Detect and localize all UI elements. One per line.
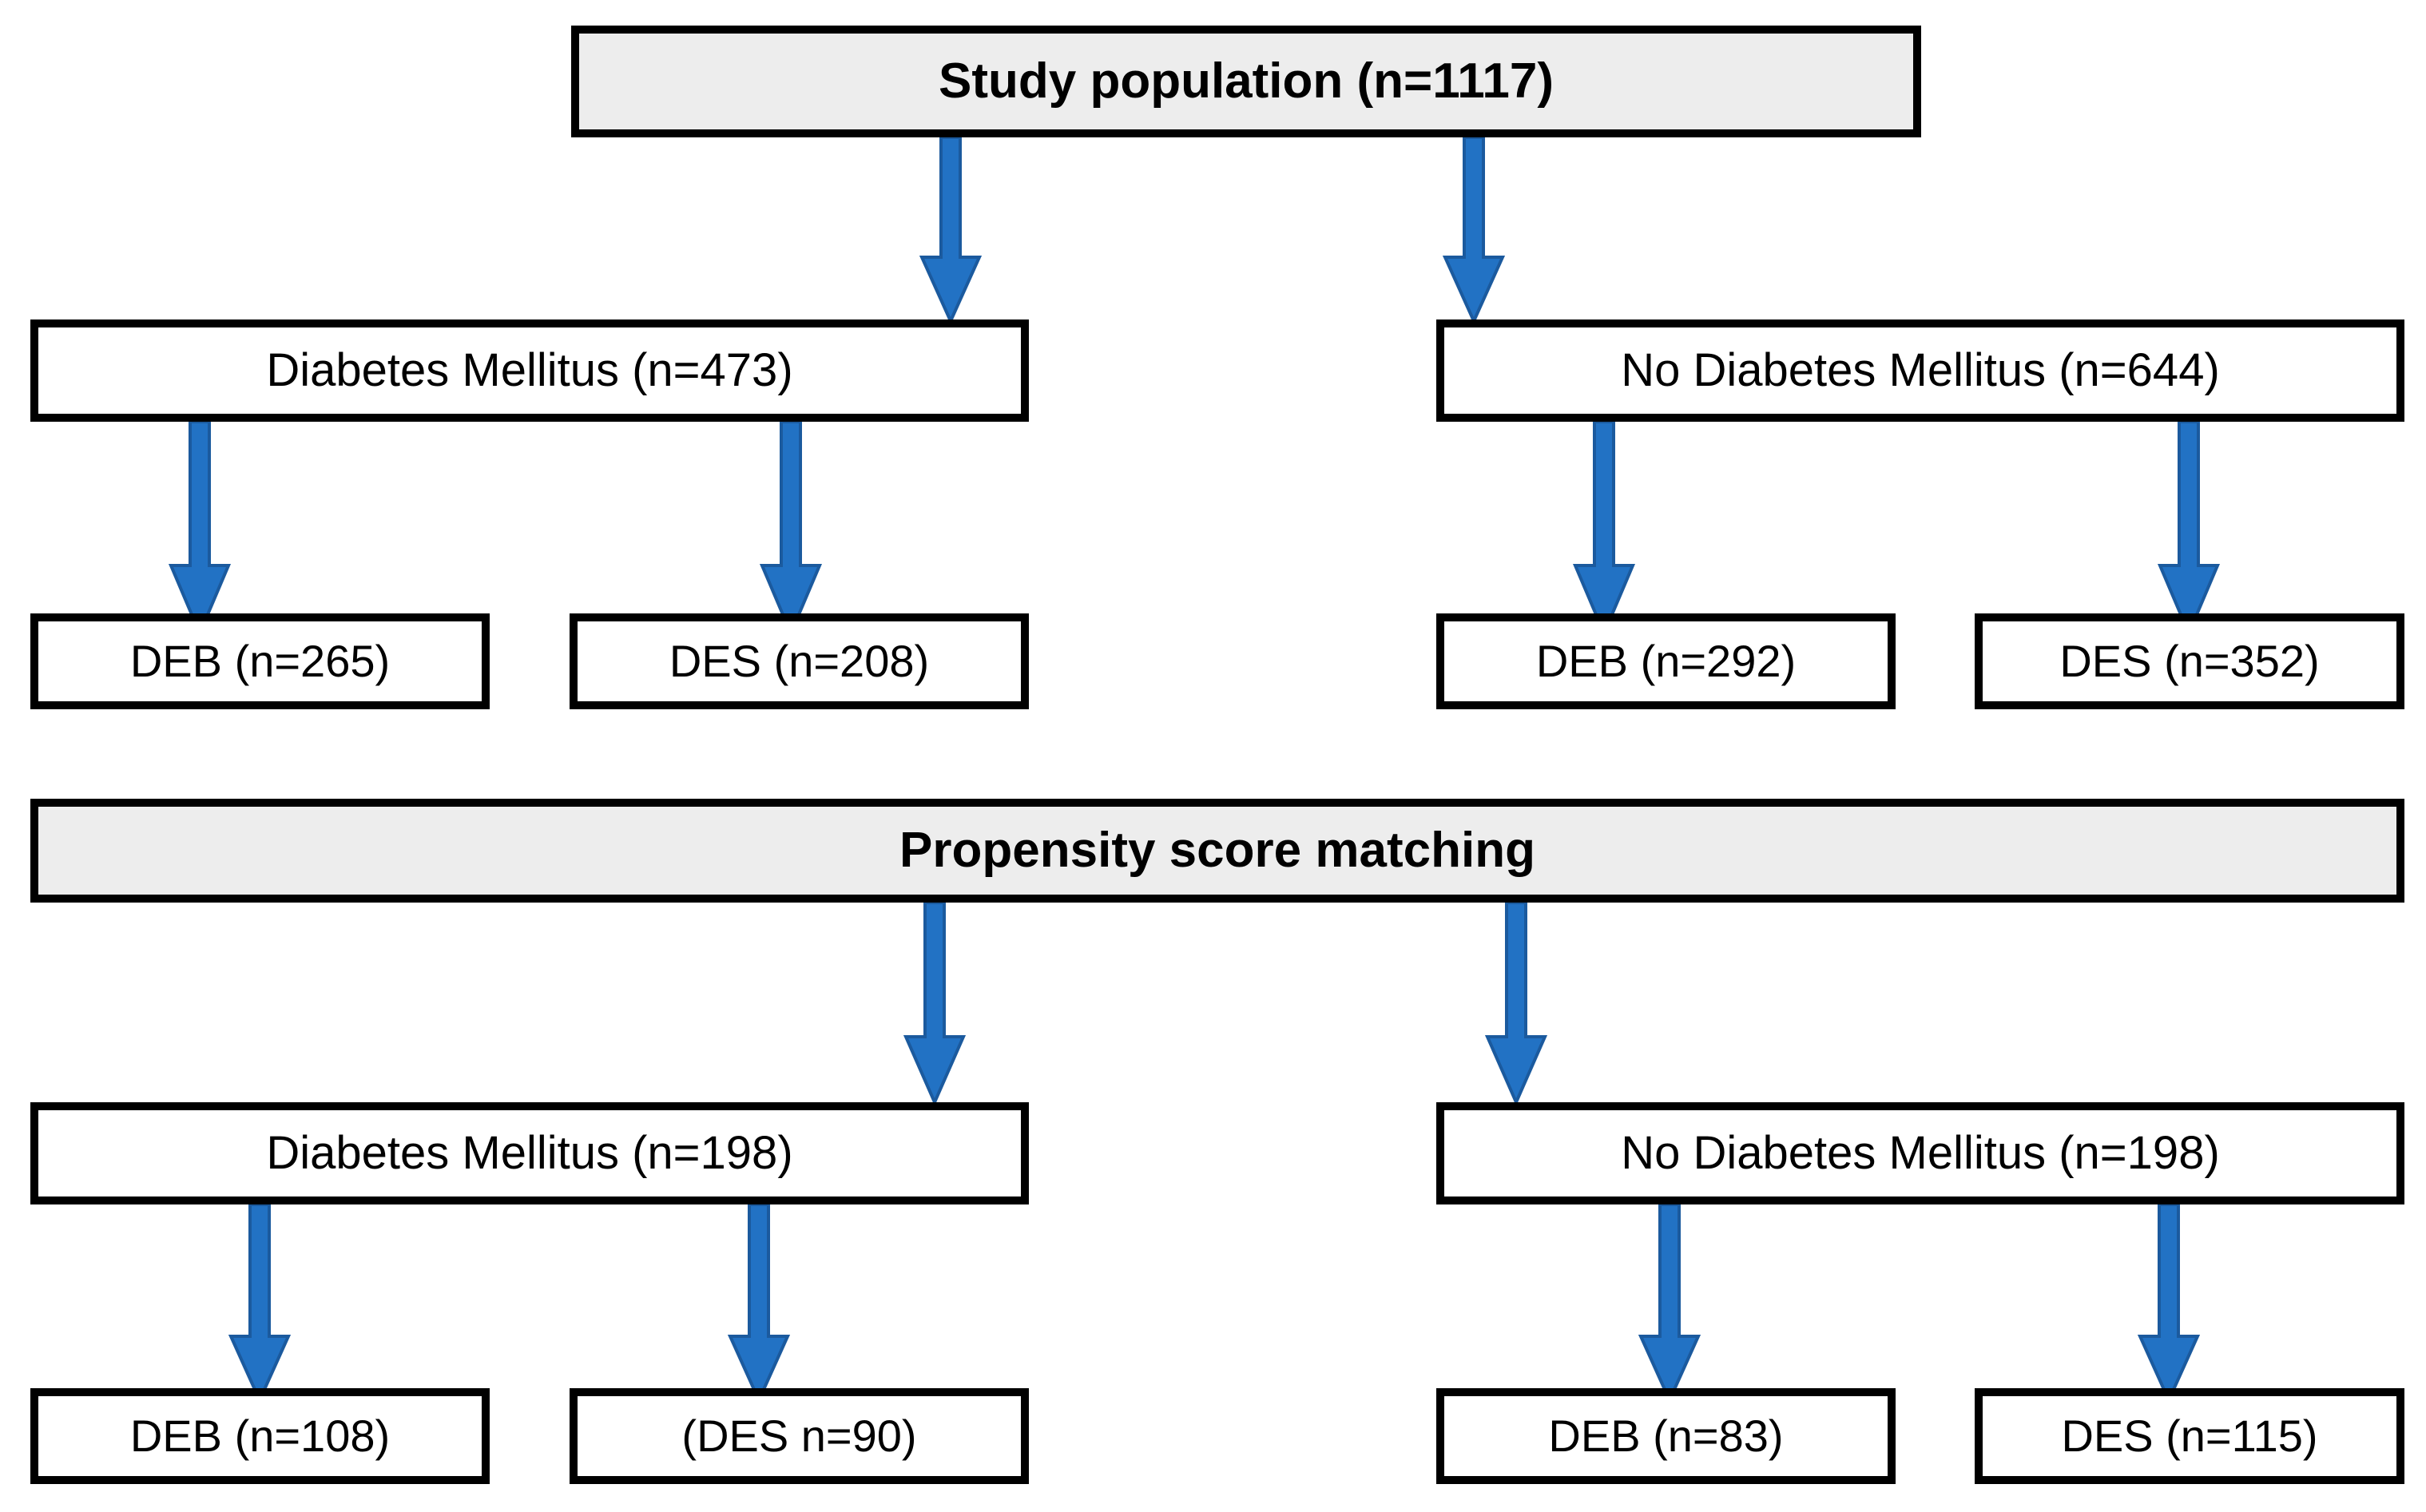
node-dm-des-2-label: (DES n=90): [681, 1410, 917, 1461]
node-nodm-deb-1: DEB (n=292): [1436, 613, 1896, 709]
arrow-nodm1-to-des: [2141, 422, 2237, 633]
node-no-diabetes-mellitus-1: No Diabetes Mellitus (n=644): [1436, 319, 2404, 422]
arrow-dm1-to-des: [743, 422, 839, 633]
node-dm-des-1-label: DES (n=208): [669, 635, 930, 686]
node-nodm-deb-2-label: DEB (n=83): [1548, 1410, 1784, 1461]
node-dm-deb-1: DEB (n=265): [30, 613, 490, 709]
arrow-nodm2-to-deb: [1622, 1204, 1717, 1400]
node-nodm-des-1: DES (n=352): [1975, 613, 2404, 709]
node-no-diabetes-mellitus-2-label: No Diabetes Mellitus (n=198): [1621, 1126, 2220, 1179]
node-dm-des-2: (DES n=90): [570, 1388, 1029, 1484]
arrow-dm1-to-deb: [152, 422, 248, 633]
node-no-diabetes-mellitus-2: No Diabetes Mellitus (n=198): [1436, 1102, 2404, 1204]
node-diabetes-mellitus-2-label: Diabetes Mellitus (n=198): [266, 1126, 793, 1179]
node-propensity-score-matching-label: Propensity score matching: [899, 823, 1535, 879]
node-nodm-des-2-label: DES (n=115): [2061, 1410, 2318, 1461]
node-dm-deb-2: DEB (n=108): [30, 1388, 490, 1484]
node-dm-des-1: DES (n=208): [570, 613, 1029, 709]
arrow-psm-to-no-dm: [1468, 903, 1564, 1102]
node-dm-deb-2-label: DEB (n=108): [129, 1410, 391, 1461]
node-diabetes-mellitus-1-label: Diabetes Mellitus (n=473): [266, 343, 793, 396]
node-nodm-deb-2: DEB (n=83): [1436, 1388, 1896, 1484]
node-study-population-label: Study population (n=1117): [939, 54, 1554, 109]
node-nodm-des-2: DES (n=115): [1975, 1388, 2404, 1484]
arrow-study-to-no-dm: [1426, 137, 1522, 321]
node-nodm-deb-1-label: DEB (n=292): [1535, 635, 1797, 686]
arrow-nodm2-to-des: [2121, 1204, 2217, 1400]
node-propensity-score-matching: Propensity score matching: [30, 799, 2404, 903]
node-no-diabetes-mellitus-1-label: No Diabetes Mellitus (n=644): [1621, 343, 2220, 396]
node-study-population: Study population (n=1117): [571, 26, 1921, 137]
arrow-dm2-to-des: [711, 1204, 807, 1400]
arrow-psm-to-dm: [887, 903, 983, 1102]
arrow-nodm1-to-deb: [1556, 422, 1652, 633]
node-dm-deb-1-label: DEB (n=265): [129, 635, 391, 686]
arrow-dm2-to-deb: [212, 1204, 308, 1400]
node-diabetes-mellitus-2: Diabetes Mellitus (n=198): [30, 1102, 1029, 1204]
node-diabetes-mellitus-1: Diabetes Mellitus (n=473): [30, 319, 1029, 422]
node-nodm-des-1-label: DES (n=352): [2059, 635, 2320, 686]
arrow-study-to-dm: [903, 137, 999, 321]
